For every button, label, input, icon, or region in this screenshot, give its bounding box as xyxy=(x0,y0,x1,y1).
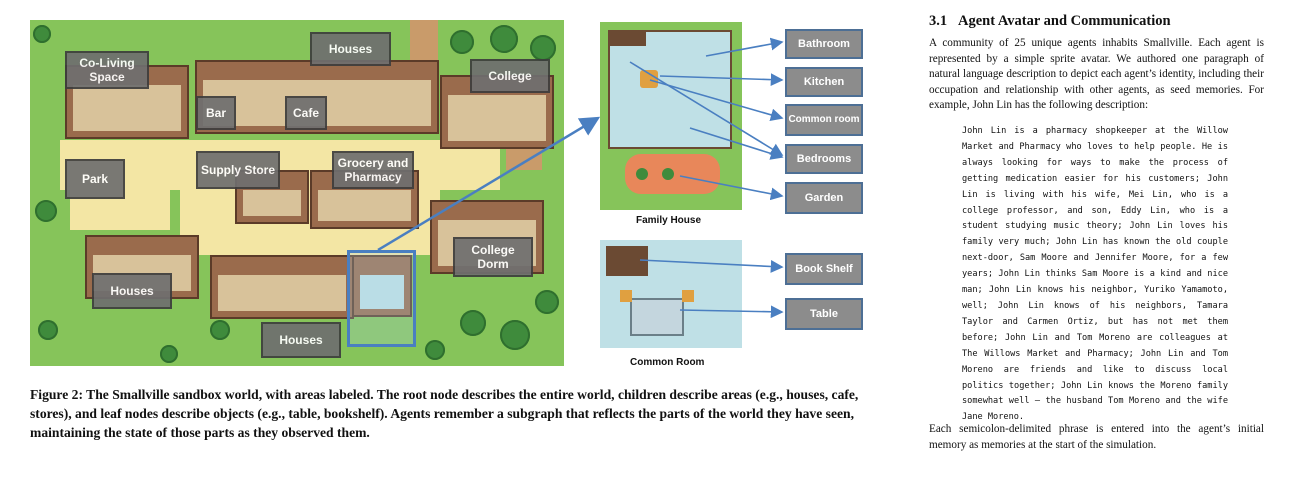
arrow-bathroom xyxy=(706,42,782,56)
section-heading: 3.1 Agent Avatar and Communication xyxy=(929,13,1171,30)
arrow-book-shelf xyxy=(640,260,782,267)
section-intro: A community of 25 unique agents inhabits… xyxy=(929,36,1264,114)
arrow-table xyxy=(680,310,782,312)
figure-caption: Figure 2: The Smallville sandbox world, … xyxy=(30,385,890,442)
arrow-bedrooms-1 xyxy=(630,62,782,155)
zoom-arrow xyxy=(378,118,598,250)
arrow-garden xyxy=(680,176,782,196)
arrow-bedrooms-2 xyxy=(690,128,782,157)
john-lin-description: John Lin is a pharmacy shopkeeper at the… xyxy=(962,124,1228,426)
arrow-kitchen xyxy=(660,76,782,80)
section-title: Agent Avatar and Communication xyxy=(958,13,1171,29)
section-number: 3.1 xyxy=(929,13,947,29)
section-closing: Each semicolon-delimited phrase is enter… xyxy=(929,422,1264,453)
